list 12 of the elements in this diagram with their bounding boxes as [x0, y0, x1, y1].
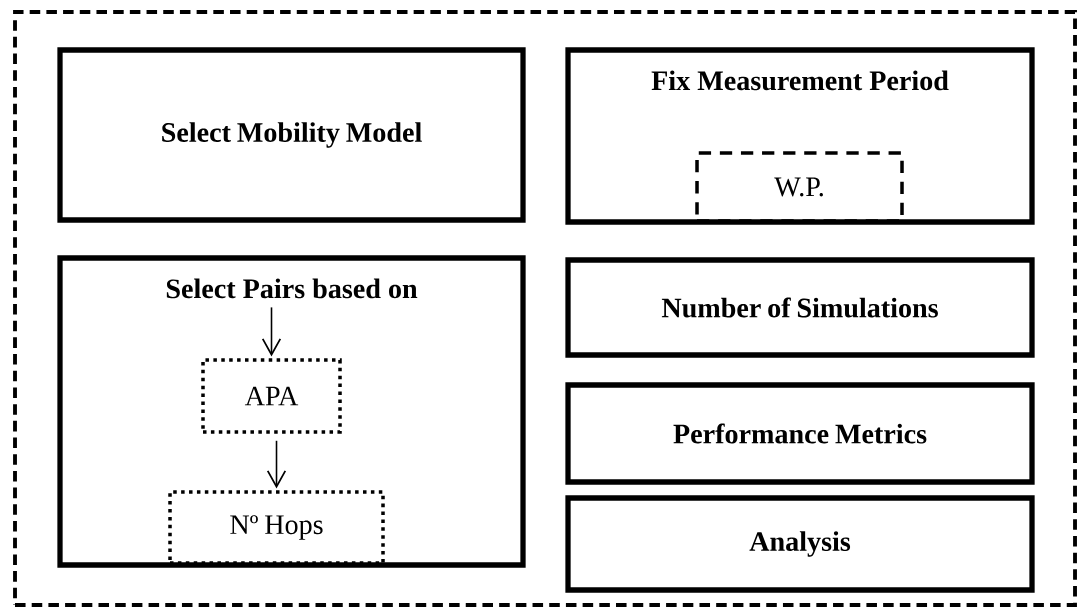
sub-box: W.P. [695, 151, 904, 223]
arrow [266, 440, 287, 489]
step-box: Performance Metrics [565, 382, 1035, 485]
step-box: Select Mobility Model [57, 47, 526, 223]
sub-box: APA [201, 358, 342, 434]
frame-box [13, 10, 1077, 607]
step-heading: Select Pairs based on [166, 278, 418, 299]
sub-box: Nº Hops [168, 490, 385, 565]
step-heading: Fix Measurement Period [651, 70, 949, 91]
arrow [261, 306, 282, 357]
step-box: Analysis [565, 495, 1035, 593]
step-box: Number of Simulations [565, 257, 1035, 358]
